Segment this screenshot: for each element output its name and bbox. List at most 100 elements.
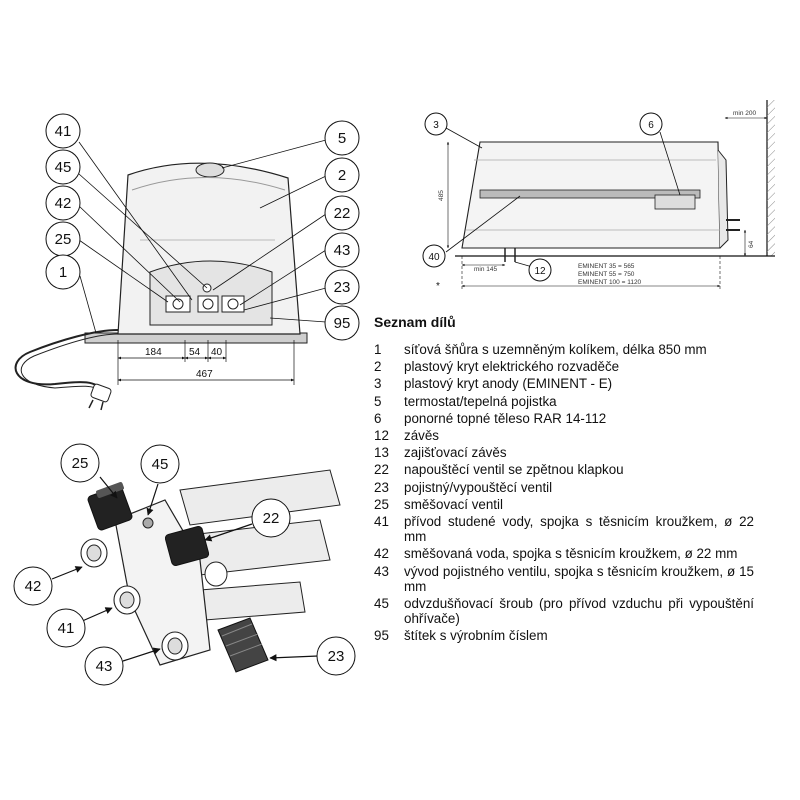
part-description: napouštěcí ventil se zpětnou klapkou bbox=[404, 462, 624, 478]
callout-43: 43 bbox=[324, 232, 360, 268]
callout-22: 22 bbox=[324, 195, 360, 231]
svg-text:43: 43 bbox=[334, 242, 351, 259]
svg-text:25: 25 bbox=[72, 455, 89, 472]
svg-text:41: 41 bbox=[55, 123, 72, 140]
svg-text:22: 22 bbox=[263, 510, 280, 527]
dim-54: 54 bbox=[189, 347, 201, 358]
svg-text:1: 1 bbox=[59, 264, 67, 281]
part-description: závěs bbox=[404, 428, 439, 444]
callout-valve-43: 43 bbox=[84, 646, 124, 686]
callout-valve-23: 23 bbox=[316, 636, 356, 676]
callout-6: 6 bbox=[639, 112, 663, 136]
callout-5: 5 bbox=[324, 120, 360, 156]
callout-23: 23 bbox=[324, 269, 360, 305]
svg-text:6: 6 bbox=[648, 120, 654, 131]
callout-12: 12 bbox=[528, 258, 552, 282]
svg-text:25: 25 bbox=[55, 231, 72, 248]
part-description: štítek s výrobním číslem bbox=[404, 628, 548, 644]
svg-text:3: 3 bbox=[433, 120, 439, 131]
heating-element bbox=[479, 189, 701, 199]
part-number: 3 bbox=[374, 376, 382, 392]
svg-text:12: 12 bbox=[534, 266, 546, 277]
part-number: 42 bbox=[374, 546, 389, 562]
svg-text:41: 41 bbox=[58, 620, 75, 637]
dim-40: 40 bbox=[211, 347, 223, 358]
part-description: ponorné topné těleso RAR 14-112 bbox=[404, 410, 607, 426]
dim-184: 184 bbox=[145, 347, 162, 358]
svg-text:42: 42 bbox=[25, 578, 42, 595]
callout-valve-42: 42 bbox=[13, 566, 53, 606]
callout-45: 45 bbox=[45, 149, 81, 185]
eminent-35: EMINENT 35 = 565 bbox=[578, 263, 635, 270]
callout-2: 2 bbox=[324, 157, 360, 193]
part-number: 12 bbox=[374, 428, 389, 444]
part-description: plastový kryt elektrického rozvaděče bbox=[404, 359, 620, 375]
dim-467: 467 bbox=[196, 369, 213, 380]
thermostat-knob bbox=[195, 162, 225, 178]
callout-40: 40 bbox=[422, 244, 446, 268]
callout-95: 95 bbox=[324, 305, 360, 341]
parts-list-item: 25 směšovací ventil bbox=[374, 497, 754, 512]
svg-text:95: 95 bbox=[334, 315, 351, 332]
callout-1: 1 bbox=[45, 254, 81, 290]
part-description: směšovaná voda, spojka s těsnicím kroužk… bbox=[404, 546, 738, 562]
front-view: 184 54 40 467 41 45 42 25 bbox=[14, 113, 360, 411]
part-number: 1 bbox=[374, 342, 382, 357]
parts-list-item: 42 směšovaná voda, spojka s těsnicím krou… bbox=[374, 546, 754, 561]
dim-64: 64 bbox=[748, 240, 755, 248]
part-description: směšovací ventil bbox=[404, 496, 503, 512]
parts-list: Seznam dílů 1 síťová šňůra s uzemněným ko… bbox=[374, 314, 754, 646]
callout-valve-22: 22 bbox=[251, 498, 291, 538]
eminent-55: EMINENT 55 = 750 bbox=[578, 271, 635, 278]
part-description: pojistný/vypouštěcí ventil bbox=[404, 479, 553, 495]
part-description: termostat/tepelná pojistka bbox=[404, 393, 557, 409]
parts-list-title: Seznam dílů bbox=[374, 314, 456, 330]
svg-text:5: 5 bbox=[338, 130, 346, 147]
safety-valve-cap bbox=[217, 617, 269, 673]
dim-min200: min 200 bbox=[733, 110, 757, 117]
part-description: plastový kryt anody (EMINENT - E) bbox=[404, 376, 613, 392]
parts-list-item: 5 termostat/tepelná pojistka bbox=[374, 394, 754, 409]
part-number: 2 bbox=[374, 359, 382, 375]
side-view: min 200 485 min 145 64 * EMINENT 35 = 56… bbox=[422, 100, 775, 292]
part-description: vývod pojistného ventilu, spojka s těsni… bbox=[404, 563, 754, 594]
parts-list-item: 3 plastový kryt anody (EMINENT - E) bbox=[374, 376, 754, 391]
part-description: síťová šňůra s uzemněným kolíkem, délka … bbox=[404, 342, 707, 357]
valve-body bbox=[114, 499, 211, 666]
svg-text:42: 42 bbox=[55, 195, 72, 212]
connection-recess bbox=[149, 260, 273, 326]
svg-text:45: 45 bbox=[55, 159, 72, 176]
parts-list-item: 12 závěs bbox=[374, 428, 754, 443]
dim-485: 485 bbox=[438, 190, 445, 201]
callout-3: 3 bbox=[424, 112, 448, 136]
connection-43 bbox=[221, 295, 245, 313]
dim-min145: min 145 bbox=[474, 266, 498, 273]
svg-text:40: 40 bbox=[428, 252, 440, 263]
parts-list-item: 1 síťová šňůra s uzemněným kolíkem, délka… bbox=[374, 342, 754, 357]
dim-star: * bbox=[436, 281, 440, 292]
callout-valve-45: 45 bbox=[140, 444, 180, 484]
svg-text:43: 43 bbox=[96, 658, 113, 675]
callout-valve-25: 25 bbox=[60, 443, 100, 483]
part-number: 25 bbox=[374, 496, 389, 512]
part-number: 5 bbox=[374, 393, 382, 409]
part-number: 22 bbox=[374, 462, 389, 478]
connection-41 bbox=[165, 295, 191, 313]
parts-list-rows: 1 síťová šňůra s uzemněným kolíkem, délka… bbox=[374, 342, 754, 644]
valve-assembly-view: 25 45 22 42 41 43 23 bbox=[13, 443, 356, 686]
callout-valve-41: 41 bbox=[46, 608, 86, 648]
plug bbox=[90, 383, 112, 403]
part-number: 45 bbox=[374, 596, 389, 612]
callout-42: 42 bbox=[45, 185, 81, 221]
svg-text:2: 2 bbox=[338, 167, 346, 184]
part-description: zajišťovací závěs bbox=[404, 445, 507, 461]
power-cord bbox=[14, 329, 119, 393]
parts-list-item: 22 napouštěcí ventil se zpětnou klapkou bbox=[374, 462, 754, 477]
